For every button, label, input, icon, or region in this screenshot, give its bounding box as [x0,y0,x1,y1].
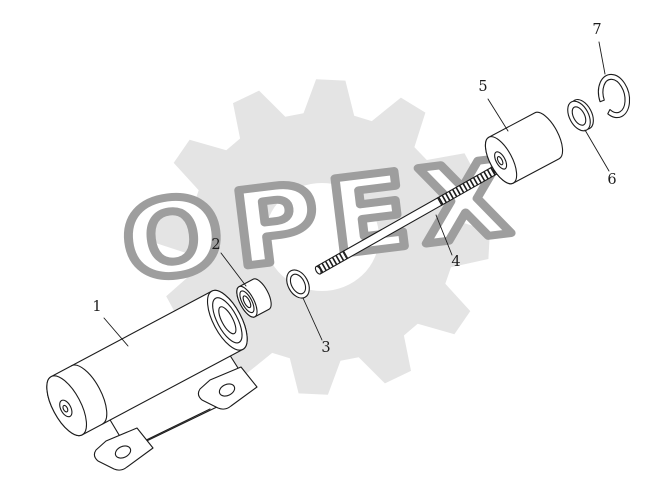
part-7-snap-ring [597,73,631,119]
part-label-7: 7 [592,22,601,38]
washer-hole [571,106,587,126]
part-label-1: 1 [92,299,101,315]
bracket-right-foot-hole [218,383,236,397]
cylinder-open-end-rim [206,289,248,351]
leader-line-7 [598,41,606,75]
rod-shoulder-lines [343,197,443,259]
gland-front-hole [242,295,252,309]
part-labels: 1 2 3 4 5 6 7 [92,22,616,356]
gland-front-ring [239,290,255,314]
part-5-bushing [484,111,564,185]
cylinder-port-hole [62,404,69,413]
part-label-5: 5 [478,79,487,95]
part-label-4: 4 [451,254,460,270]
part-3-o-ring [286,269,310,299]
bushing-bore-inner [496,156,504,166]
leader-line-3 [302,297,323,341]
snap-ring-outline [597,73,631,119]
leader-line-1 [103,317,129,347]
leader-lines [103,41,610,347]
part-label-2: 2 [211,237,220,253]
exploded-assembly [46,41,631,471]
leader-line-2 [220,252,247,287]
bushing-front-face [484,136,518,185]
o-ring-inner [289,273,307,295]
part-1-cylinder-body [46,289,248,437]
leader-line-6 [584,129,610,172]
cylinder-bore-rim [212,297,243,344]
part-1-mounting-bracket [93,345,258,471]
cylinder-left-cap [46,375,88,437]
rod-left-tip [314,265,322,275]
bracket-left-foot-hole [114,445,132,459]
gland-front-face [236,285,258,318]
cylinder-bore-inner [218,306,237,335]
leader-line-4 [435,214,453,256]
rod-body-mask [315,165,499,275]
bushing-bore [494,151,508,170]
cylinder-port-boss [59,399,73,418]
part-2-piston-gland [236,278,272,318]
part-6-washer [567,98,594,132]
rod-outline [315,165,499,275]
rod-left-threads [317,251,348,273]
cylinder-seam-line [70,364,108,425]
leader-line-5 [487,98,509,132]
part-label-6: 6 [607,172,616,188]
part-label-3: 3 [321,340,330,356]
